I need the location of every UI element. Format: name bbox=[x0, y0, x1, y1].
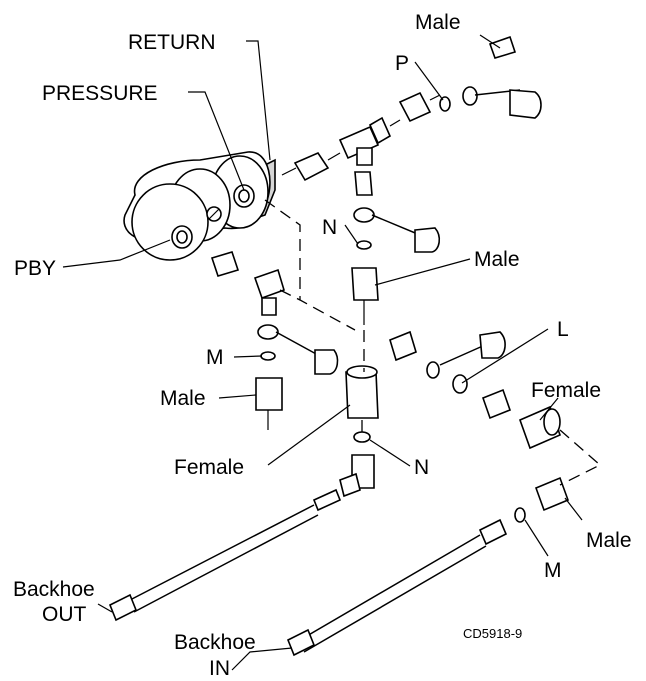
washer-upper bbox=[353, 207, 375, 223]
center-stack bbox=[351, 171, 441, 325]
o-ring-m-lower bbox=[514, 507, 526, 523]
o-ring-m-left bbox=[260, 351, 276, 361]
right-chain bbox=[389, 330, 562, 450]
hose-end-out-top bbox=[312, 488, 342, 512]
label-return: RETURN bbox=[128, 31, 216, 54]
cap-middle bbox=[414, 227, 441, 253]
label-male-top: Male bbox=[415, 11, 461, 34]
label-female-right: Female bbox=[531, 379, 601, 402]
nut-fitting-left-lower bbox=[210, 251, 240, 277]
female-center-top bbox=[346, 365, 378, 379]
washer-l bbox=[452, 374, 468, 394]
routing-lines bbox=[264, 199, 602, 486]
washer-left bbox=[257, 324, 279, 340]
center-female-stack bbox=[339, 365, 379, 498]
label-male-lower-right: Male bbox=[586, 529, 632, 552]
figure-code: CD5918-9 bbox=[463, 626, 522, 641]
label-pby: PBY bbox=[14, 257, 56, 280]
male-fitting-middle bbox=[351, 267, 379, 301]
tee-lower-branch bbox=[356, 147, 373, 166]
left-stack bbox=[210, 251, 339, 430]
label-backhoe-out-2: OUT bbox=[42, 603, 87, 626]
cap-left bbox=[314, 349, 339, 375]
adapter-upper bbox=[354, 171, 373, 196]
tee-fitting bbox=[338, 125, 380, 160]
o-ring-l bbox=[426, 361, 440, 379]
label-p: P bbox=[395, 52, 409, 75]
o-ring-n-lower bbox=[353, 431, 371, 443]
pump-rear-section bbox=[131, 183, 209, 261]
labels: RETURN PRESSURE PBY Male P N Male L Fema… bbox=[13, 11, 632, 680]
elbow-stem bbox=[261, 297, 277, 316]
label-n-lower: N bbox=[414, 456, 429, 479]
hoses bbox=[108, 488, 508, 657]
hose-end-out-bottom bbox=[108, 593, 138, 622]
label-male-left: Male bbox=[160, 387, 206, 410]
nut-fitting-right bbox=[398, 91, 432, 123]
label-m-lower: M bbox=[544, 559, 562, 582]
top-tee-assembly bbox=[281, 34, 542, 182]
cap-washer bbox=[462, 86, 478, 106]
leader-lines bbox=[62, 40, 583, 671]
female-right-bore bbox=[543, 408, 561, 436]
label-backhoe-in-1: Backhoe bbox=[174, 631, 256, 654]
nut-fitting-l bbox=[389, 330, 417, 362]
female-fitting-center bbox=[345, 371, 379, 419]
pby-port-bore bbox=[176, 230, 188, 244]
label-m-left: M bbox=[206, 346, 224, 369]
label-backhoe-out-1: Backhoe bbox=[13, 578, 95, 601]
o-ring-p bbox=[439, 96, 451, 112]
male-fitting-top bbox=[488, 35, 517, 59]
label-l: L bbox=[557, 318, 569, 341]
hose-end-in-top bbox=[478, 518, 508, 546]
label-backhoe-in-2: IN bbox=[209, 657, 230, 680]
label-female-center: Female bbox=[174, 456, 244, 479]
pump-assembly bbox=[123, 151, 276, 261]
male-fitting-lower-right bbox=[534, 476, 570, 512]
nut-fitting-left bbox=[293, 151, 330, 182]
o-ring-n-upper bbox=[356, 240, 372, 250]
label-n-upper: N bbox=[322, 216, 337, 239]
cap-right bbox=[479, 331, 506, 359]
adapter-right bbox=[481, 388, 512, 420]
hose-end-in-bottom bbox=[286, 628, 316, 657]
cap-top bbox=[509, 89, 542, 119]
male-fitting-left bbox=[255, 377, 283, 411]
lower-right-male bbox=[514, 476, 570, 523]
label-pressure: PRESSURE bbox=[42, 82, 158, 105]
elbow-fitting-left bbox=[253, 268, 285, 300]
elbow-lower-branch bbox=[339, 472, 361, 498]
pressure-port-bore bbox=[238, 189, 250, 203]
label-male-mid: Male bbox=[474, 248, 520, 271]
tee-right-branch bbox=[368, 116, 392, 145]
